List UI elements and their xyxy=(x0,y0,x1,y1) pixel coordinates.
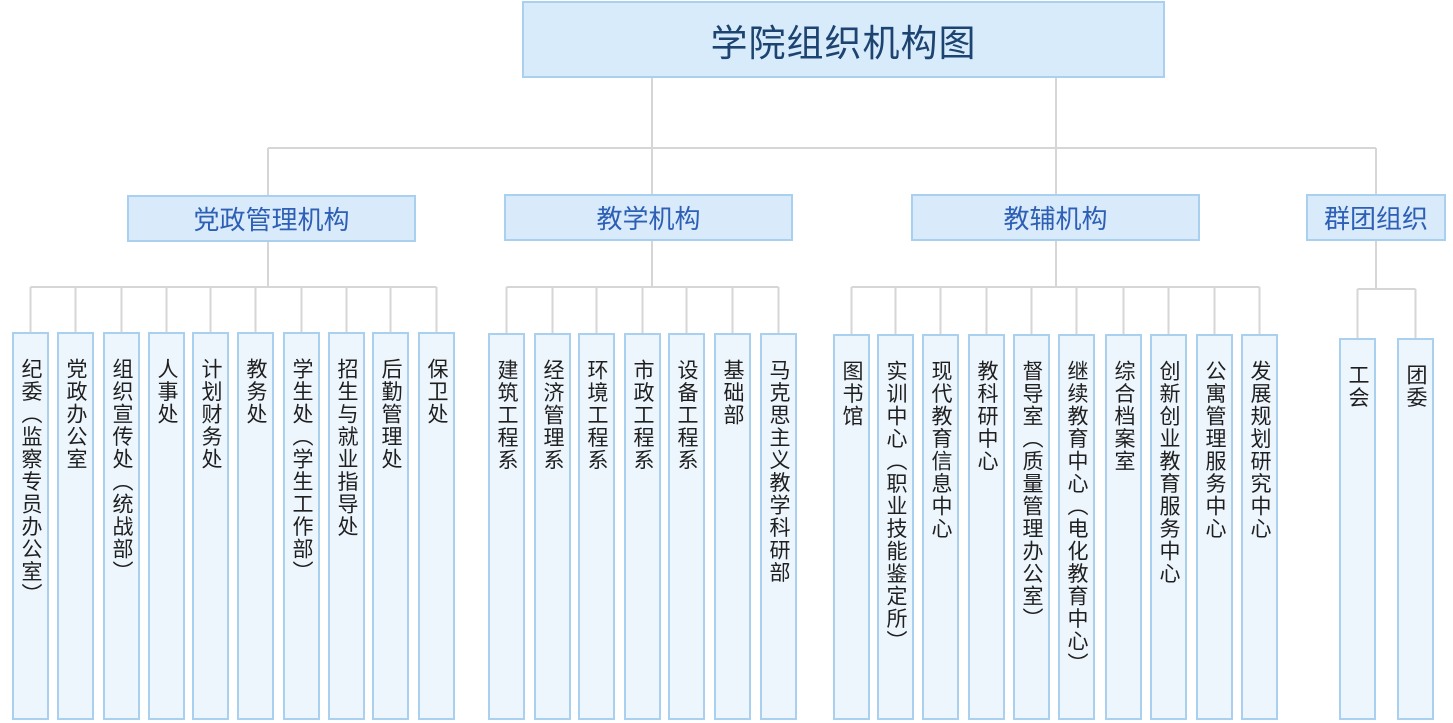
unit-box: 党政办公室 xyxy=(57,332,94,720)
category-box: 群团组织 xyxy=(1306,194,1446,241)
unit-label: 组织宣传处（统战部） xyxy=(110,358,134,583)
unit-label: 教科研中心 xyxy=(975,360,999,473)
category-box: 教辅机构 xyxy=(911,194,1200,241)
unit-box: 环境工程系 xyxy=(578,333,615,720)
unit-box: 公寓管理服务中心 xyxy=(1196,334,1233,720)
unit-box: 纪委（监察专员办公室） xyxy=(12,332,49,720)
unit-box: 团委 xyxy=(1397,338,1434,720)
unit-box: 设备工程系 xyxy=(668,333,705,720)
unit-label: 继续教育中心（电化教育中心） xyxy=(1065,360,1089,675)
unit-label: 建筑工程系 xyxy=(495,359,519,472)
chart-title: 学院组织机构图 xyxy=(522,1,1165,78)
unit-box: 督导室（质量管理办公室） xyxy=(1013,334,1050,720)
unit-box: 计划财务处 xyxy=(192,332,229,720)
unit-label: 设备工程系 xyxy=(675,359,699,472)
unit-label: 计划财务处 xyxy=(199,358,223,471)
unit-label: 团委 xyxy=(1404,364,1428,409)
unit-box: 发展规划研究中心 xyxy=(1241,334,1278,720)
unit-box: 综合档案室 xyxy=(1105,334,1142,720)
unit-label: 图书馆 xyxy=(840,360,864,428)
unit-box: 建筑工程系 xyxy=(488,333,525,720)
unit-box: 图书馆 xyxy=(833,334,870,720)
unit-label: 综合档案室 xyxy=(1112,360,1136,473)
unit-box: 马克思主义教学科研部 xyxy=(760,333,797,720)
unit-box: 市政工程系 xyxy=(624,333,661,720)
unit-box: 实训中心（职业技能鉴定所） xyxy=(877,334,914,720)
unit-label: 招生与就业指导处 xyxy=(335,358,359,538)
unit-box: 教务处 xyxy=(237,332,274,720)
unit-label: 学生处（学生工作部） xyxy=(290,358,314,583)
category-box: 党政管理机构 xyxy=(127,195,416,242)
unit-label: 保卫处 xyxy=(425,358,449,426)
unit-label: 工会 xyxy=(1346,364,1370,409)
unit-box: 教科研中心 xyxy=(968,334,1005,720)
unit-box: 继续教育中心（电化教育中心） xyxy=(1058,334,1095,720)
unit-box: 现代教育信息中心 xyxy=(922,334,959,720)
unit-label: 创新创业教育服务中心 xyxy=(1157,360,1181,585)
unit-box: 经济管理系 xyxy=(534,333,571,720)
unit-label: 后勤管理处 xyxy=(379,358,403,471)
unit-box: 工会 xyxy=(1339,338,1376,720)
unit-label: 发展规划研究中心 xyxy=(1248,360,1272,540)
unit-box: 创新创业教育服务中心 xyxy=(1150,334,1187,720)
unit-label: 经济管理系 xyxy=(541,359,565,472)
category-box: 教学机构 xyxy=(504,194,793,241)
unit-label: 督导室（质量管理办公室） xyxy=(1020,360,1044,630)
unit-label: 基础部 xyxy=(721,359,745,427)
unit-label: 环境工程系 xyxy=(585,359,609,472)
unit-box: 招生与就业指导处 xyxy=(328,332,365,720)
unit-label: 公寓管理服务中心 xyxy=(1203,360,1227,540)
unit-label: 党政办公室 xyxy=(64,358,88,471)
unit-box: 基础部 xyxy=(714,333,751,720)
unit-box: 保卫处 xyxy=(418,332,455,720)
unit-box: 组织宣传处（统战部） xyxy=(103,332,140,720)
unit-label: 市政工程系 xyxy=(631,359,655,472)
unit-label: 马克思主义教学科研部 xyxy=(767,359,791,584)
unit-box: 人事处 xyxy=(148,332,185,720)
unit-label: 纪委（监察专员办公室） xyxy=(19,358,43,606)
unit-label: 实训中心（职业技能鉴定所） xyxy=(884,360,908,653)
unit-box: 后勤管理处 xyxy=(372,332,409,720)
unit-label: 现代教育信息中心 xyxy=(929,360,953,540)
unit-label: 教务处 xyxy=(244,358,268,426)
unit-label: 人事处 xyxy=(155,358,179,426)
unit-box: 学生处（学生工作部） xyxy=(283,332,320,720)
